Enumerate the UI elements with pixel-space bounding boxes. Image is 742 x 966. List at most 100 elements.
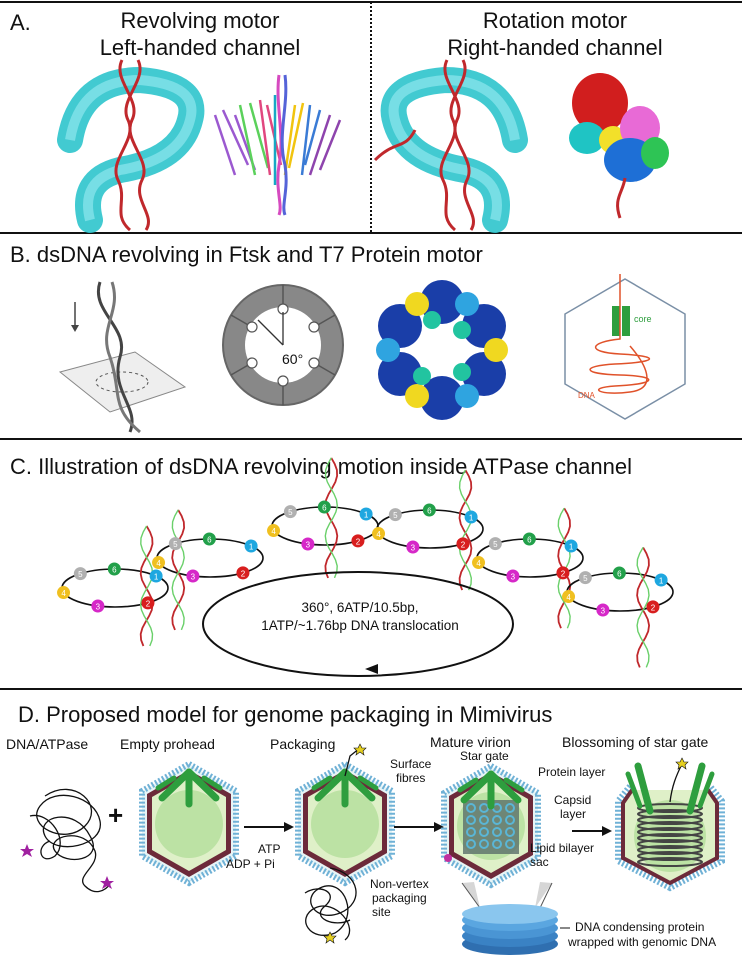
panel-a-left-title-2: Left-handed channel: [99, 35, 301, 60]
surface-fibres: [615, 784, 725, 892]
subunit-label: 4: [61, 589, 66, 598]
left-handed-channel-illustration: [57, 59, 205, 233]
star-gate-arm: [158, 768, 193, 802]
dna-strand: [324, 457, 339, 579]
subunit-label: 1: [249, 543, 254, 552]
dna-coil: [637, 851, 703, 861]
subunit-label: 5: [78, 570, 83, 579]
subunit-label: 2: [461, 540, 466, 549]
subunit-label: 1: [364, 511, 369, 520]
subunit-label: 6: [207, 536, 212, 545]
ftsk-hexamer-top-view: [376, 280, 508, 420]
plus-sign: +: [108, 800, 124, 830]
dna-coil: [637, 815, 703, 825]
packaging-capsid: [295, 743, 395, 887]
lipid-bilayer-label-2: sac: [530, 855, 549, 869]
stage-empty-prohead: Empty prohead: [120, 736, 215, 752]
nonvertex-label-1: Non-vertex: [370, 877, 429, 891]
star-icon: [20, 844, 34, 857]
subunit-label: 3: [411, 543, 416, 552]
surface-fibres-label-1: Surface: [390, 757, 432, 771]
subunit-label: 4: [376, 530, 381, 539]
star-gate-arm: [314, 768, 349, 802]
subunit-2: [351, 534, 365, 548]
subunit-label: 4: [156, 559, 161, 568]
subunit-5: [488, 537, 502, 551]
rotation-motor-protein-surface: [569, 73, 669, 219]
surface-fibres-label-2: fibres: [396, 771, 426, 785]
panel-d: D. Proposed model for genome packaging i…: [0, 688, 742, 966]
subunit-1: [564, 539, 578, 553]
empty-prohead-capsid: [139, 760, 239, 887]
star-gate-arm: [460, 770, 495, 804]
capsid-layer-label-1: Capsid: [554, 793, 592, 807]
protein-layer-label: Protein layer: [538, 765, 606, 779]
dna-coil: [637, 857, 703, 867]
subunit-label: 2: [356, 537, 361, 546]
stage-mature-virion: Mature virion: [430, 734, 511, 750]
subunit-1: [654, 573, 668, 587]
adp-pi-label: ADP + Pi: [226, 857, 275, 871]
subunit-6: [422, 503, 436, 517]
subunit-label: 6: [427, 507, 432, 516]
subunit-5: [73, 567, 87, 581]
subunit-3: [506, 569, 520, 583]
subunit-2: [236, 566, 250, 580]
subunit-3: [301, 537, 315, 551]
stage-blossoming: Blossoming of star gate: [562, 734, 709, 750]
angle-label: 60°: [282, 351, 303, 367]
star-gate-arm: [185, 768, 220, 802]
subunit-label: 1: [469, 514, 474, 523]
subunit-label: 2: [241, 569, 246, 578]
dna-coil: [637, 827, 703, 837]
panel-a-right-title-1: Rotation motor: [482, 8, 628, 33]
subunit-3: [406, 540, 420, 554]
subunit-3: [186, 569, 200, 583]
nonvertex-label-2: packaging: [372, 891, 427, 905]
subunit-6: [612, 566, 626, 580]
nonvertex-label-3: site: [372, 905, 391, 919]
arrow-3: [572, 826, 612, 836]
subunit-label: 5: [493, 540, 498, 549]
nonvertex-packaging-site: [444, 854, 452, 862]
subunit-2: [646, 600, 660, 614]
cycle-ellipse: [202, 571, 514, 677]
subunit-5: [578, 571, 592, 585]
packaging-dna-tangle: [304, 867, 357, 944]
subunit-5: [283, 505, 297, 519]
subunit-6: [317, 500, 331, 514]
subunit-label: 5: [583, 574, 588, 583]
right-handed-channel-illustration: [373, 59, 528, 233]
subunit-label: 5: [288, 508, 293, 517]
subunit-label: 2: [561, 569, 566, 578]
subunit-3: [91, 599, 105, 613]
star-icon-2: [100, 876, 114, 889]
lipid-bilayer-label-1: Lipid bilayer: [530, 841, 595, 855]
dna-coil: [637, 839, 703, 849]
arrow-1: [244, 822, 294, 832]
subunit-label: 3: [306, 540, 311, 549]
subunit-label: 6: [112, 566, 117, 575]
subunit-1: [149, 569, 163, 583]
panel-a-letter: A.: [10, 10, 31, 35]
panel-d-title: D. Proposed model for genome packaging i…: [18, 702, 553, 727]
divider-a-vertical: [370, 2, 372, 232]
mature-virion-capsid: [441, 762, 541, 889]
blossoming-capsid: [615, 757, 725, 892]
hexameric-ring-diagram: 60°: [222, 284, 344, 406]
dna-condensing-protein-stack: [461, 882, 570, 955]
dna-coil: [637, 845, 703, 855]
subunit-label: 4: [566, 593, 571, 602]
panel-a-right-title-2: Right-handed channel: [447, 35, 663, 60]
subunit-4: [152, 556, 166, 570]
core-label: core: [634, 314, 652, 324]
divider-c-d: [0, 688, 742, 690]
dna-strand: [636, 547, 650, 668]
cycle-label-line1: 360°, 6ATP/10.5bp,: [301, 600, 419, 615]
subunit-3: [596, 603, 610, 617]
subunit-2: [456, 537, 470, 551]
panel-c: C. Illustration of dsDNA revolving motio…: [0, 438, 742, 688]
subunit-6: [522, 532, 536, 546]
lipid-sac: [155, 790, 223, 858]
